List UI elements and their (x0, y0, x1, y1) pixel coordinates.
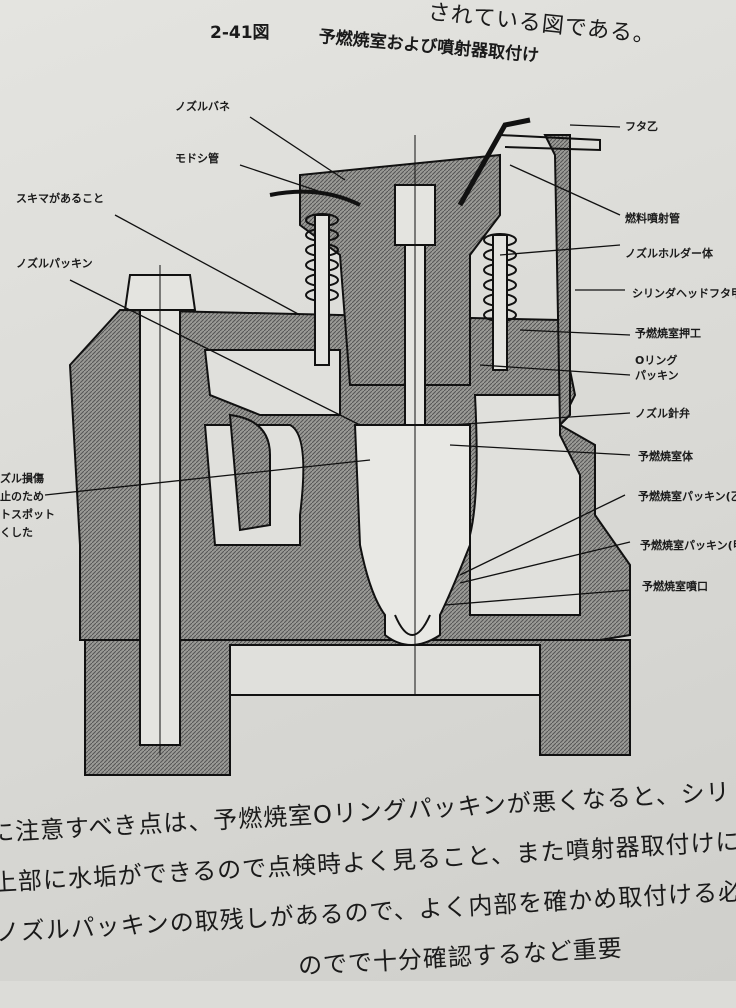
label-nozzle-holder-body: ノズルホルダー体 (625, 247, 713, 260)
label-return-pipe: モドシ管 (175, 152, 219, 165)
fuel-injection-pipe (457, 117, 531, 207)
label-prechamber-packing-a: 予燃焼室パッキン(甲) (640, 539, 736, 552)
label-note-line3: トスポット (0, 508, 55, 521)
label-nozzle-needle-valve: ノズル針弁 (635, 407, 690, 420)
nozzle-holder (299, 153, 501, 386)
return-pipe (269, 189, 361, 207)
label-cover-b: フタ乙 (625, 120, 658, 133)
label-nozzle-spring: ノズルバネ (175, 100, 230, 113)
book-page: されている図である。 2-41図 予燃焼室および噴射器取付け (0, 0, 736, 981)
label-note-line4: くした (0, 526, 33, 539)
label-o-ring-packing: パッキン (635, 369, 679, 382)
label-prechamber-packing-b: 予燃焼室パッキン(乙) (638, 490, 736, 503)
label-cylinder-head-cover-a: シリンダヘッドフタ甲 (632, 287, 736, 300)
label-prechamber-body: 予燃焼室体 (638, 450, 693, 463)
label-note-line2: 止のため (0, 490, 44, 503)
label-note-line1: ズル損傷 (0, 472, 44, 485)
label-nozzle-packing: ノズルパッキン (16, 257, 93, 270)
spring-left (305, 213, 339, 366)
body-paragraph: に注意すべき点は、予燃焼室Oリングパッキンが悪くなると、シリ 上部に水垢ができる… (0, 766, 736, 1008)
spring-right (483, 233, 517, 371)
label-o-ring: Oリング (635, 354, 678, 367)
label-fuel-injection-pipe: 燃料噴射管 (625, 212, 680, 225)
label-clearance: スキマがあること (16, 192, 104, 205)
label-prechamber-nozzle-hole: 予燃焼室噴口 (642, 580, 708, 593)
cylinder-head-cover (543, 134, 571, 428)
label-prechamber-retainer: 予燃焼室押工 (635, 327, 701, 340)
prechamber-injector-diagram (44, 116, 631, 776)
figure-number: 2-41図 (210, 23, 270, 43)
